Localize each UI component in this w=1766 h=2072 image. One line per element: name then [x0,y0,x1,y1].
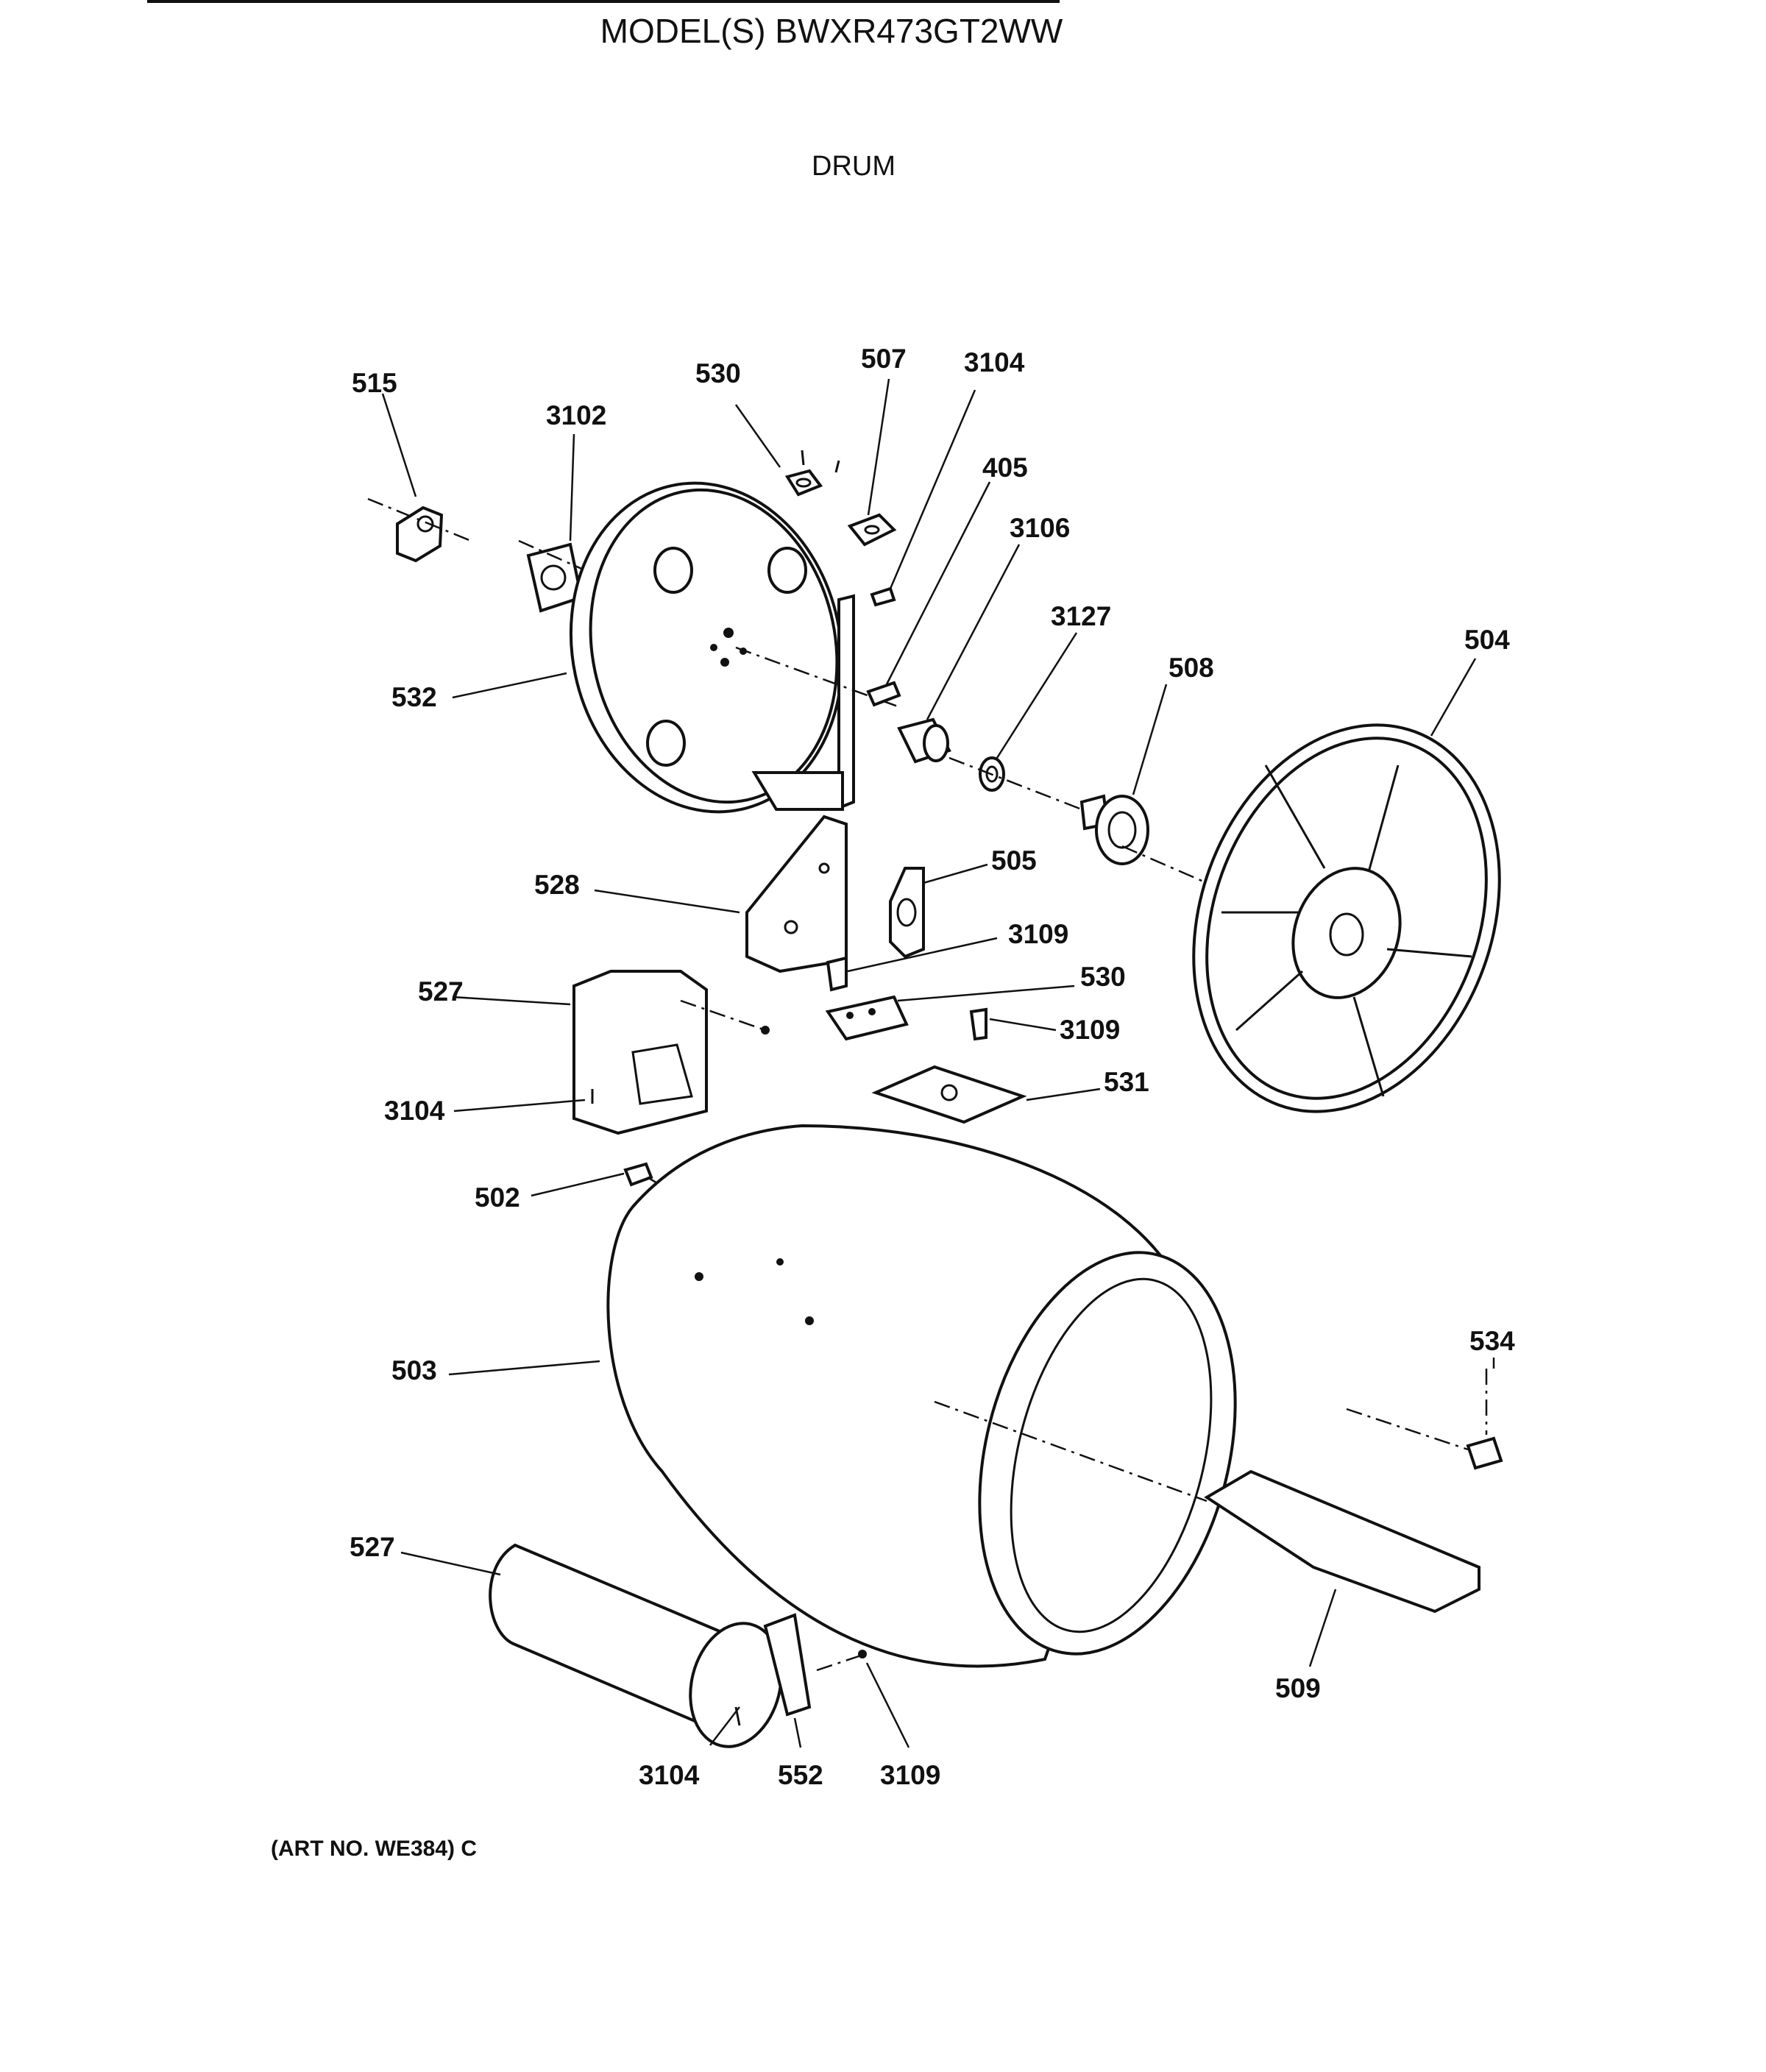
callout-3104-bottom: 3104 [639,1760,700,1790]
art-number: (ART NO. WE384) C [271,1837,477,1861]
callout-530-mid: 530 [1080,962,1126,992]
callout-515: 515 [352,368,397,398]
callout-3109-c: 3109 [880,1760,940,1790]
part-505-gasket [889,867,925,959]
callout-3102: 3102 [546,400,606,430]
callout-504: 504 [1464,625,1510,655]
callout-3104-top: 3104 [964,347,1025,377]
part-405-screw [866,681,901,707]
model-title: MODEL(S) BWXR473GT2WW [600,12,1063,50]
part-531-plate [871,1065,1027,1124]
part-508-shaft [1079,794,1208,884]
callout-534: 534 [1469,1326,1515,1356]
callout-527-top: 527 [418,976,464,1007]
callout-509: 509 [1275,1673,1321,1703]
section-title: DRUM [812,151,896,182]
callout-527-bottom: 527 [350,1532,395,1562]
callout-3106: 3106 [1010,513,1070,543]
part-3102-plate [518,539,619,613]
callout-532: 532 [391,682,437,712]
part-3109-screw-a [826,956,848,992]
callout-3109-a: 3109 [1008,919,1068,949]
callout-508: 508 [1169,653,1214,683]
callout-503: 503 [391,1355,437,1386]
part-3127-washer [948,756,1082,811]
callout-507: 507 [861,344,907,374]
callout-552: 552 [778,1760,823,1790]
part-503-drum [606,1124,1237,1668]
part-3109-screw-b [969,1007,987,1041]
callout-405: 405 [982,453,1028,483]
part-507-bracket [847,513,897,547]
part-504-front-head [1192,723,1501,1113]
part-530-top [784,450,840,497]
callout-505: 505 [991,845,1037,876]
part-532-rear-head [569,481,898,814]
part-3104-top-screw [870,586,896,607]
callout-3104-mid: 3104 [384,1096,445,1126]
part-530-mid [825,995,909,1041]
part-527-lower-motor [489,1543,867,1748]
part-509-baffle [1204,1469,1480,1614]
part-515-clip [367,497,472,563]
leader-lines [381,378,1495,1748]
part-528-bracket [745,815,848,973]
callout-528: 528 [534,870,580,900]
part-534-screw [1346,1369,1503,1470]
part-527-upper-bracket [572,970,770,1135]
callout-3109-b: 3109 [1060,1015,1120,1045]
callout-502: 502 [475,1182,520,1213]
part-3106-bearing [897,717,951,764]
callout-530-top: 530 [695,358,741,388]
callout-531: 531 [1104,1067,1149,1097]
callout-3127: 3127 [1051,601,1111,631]
